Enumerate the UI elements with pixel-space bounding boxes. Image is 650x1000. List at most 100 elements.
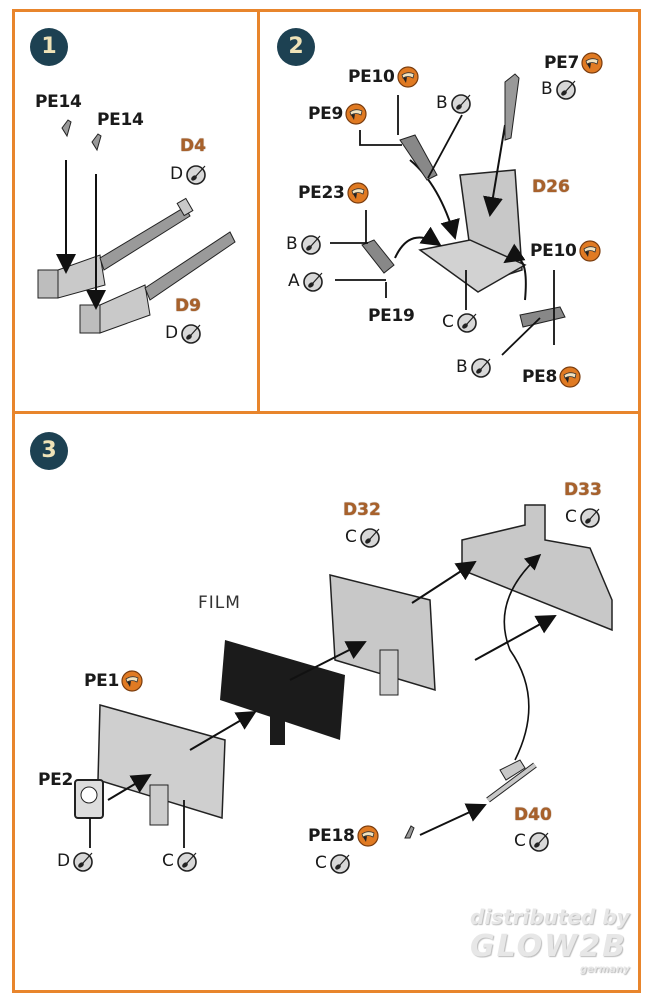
- paint-code: D: [170, 164, 184, 184]
- paintbrush-icon: [528, 830, 550, 852]
- paint-d: D: [57, 850, 94, 872]
- label-pe19: PE19: [368, 306, 415, 326]
- label-text: PE8: [522, 367, 558, 387]
- label-text: PE7: [544, 53, 580, 73]
- paint-c: C: [315, 852, 351, 874]
- paintbrush-icon: [329, 852, 351, 874]
- step-2-panel: [257, 9, 641, 414]
- pe-sheet-icon: [347, 182, 369, 204]
- step-1-badge: 1: [30, 28, 68, 66]
- pe8-part: [519, 306, 566, 328]
- paintbrush-icon: [185, 163, 207, 185]
- machine-gun-left: [37, 197, 194, 299]
- paintbrush-icon: [180, 322, 202, 344]
- paint-b: B: [456, 356, 492, 378]
- paint-c: C: [442, 311, 478, 333]
- label-d9: D9: [175, 296, 201, 316]
- paint-code: B: [286, 234, 298, 254]
- paint-b: B: [286, 233, 322, 255]
- paint-code: A: [288, 271, 300, 291]
- film-instrument-sheet: [220, 640, 345, 740]
- pe14-part: [61, 119, 72, 138]
- label-text: PE10: [348, 67, 395, 87]
- pe-sheet-icon: [345, 103, 367, 125]
- pe-sheet-icon: [579, 240, 601, 262]
- label-text: PE9: [308, 104, 344, 124]
- paintbrush-icon: [302, 270, 324, 292]
- paint-code: C: [442, 312, 454, 332]
- paintbrush-icon: [456, 311, 478, 333]
- label-pe23: PE23: [298, 182, 369, 204]
- paint-c: C: [514, 830, 550, 852]
- pe-sheet-icon: [357, 825, 379, 847]
- label-d26: D26: [532, 177, 570, 197]
- pe9-part: [399, 134, 438, 181]
- paint-d: D: [170, 163, 207, 185]
- pe18-part: [404, 825, 415, 839]
- paint-b: B: [436, 92, 472, 114]
- label-pe9: PE9: [308, 103, 367, 125]
- label-pe2: PE2: [38, 770, 74, 790]
- label-text: PE10: [530, 241, 577, 261]
- paintbrush-icon: [470, 356, 492, 378]
- pe-sheet-icon: [121, 670, 143, 692]
- label-pe18: PE18: [308, 825, 379, 847]
- paintbrush-icon: [300, 233, 322, 255]
- label-pe7: PE7: [544, 52, 603, 74]
- paint-c: C: [345, 526, 381, 548]
- pe-sheet-icon: [581, 52, 603, 74]
- paint-code: B: [456, 357, 468, 377]
- paint-code: C: [565, 507, 577, 527]
- watermark-logo: GLOW2B: [470, 929, 628, 964]
- paint-code: C: [514, 831, 526, 851]
- d32-stem: [379, 649, 399, 696]
- paint-code: B: [436, 93, 448, 113]
- label-pe1: PE1: [84, 670, 143, 692]
- film-label: FILM: [198, 593, 241, 613]
- label-d40: D40: [514, 805, 552, 825]
- paintbrush-icon: [579, 506, 601, 528]
- pe1-instrument-panel: [97, 704, 226, 820]
- pe-sheet-icon: [559, 366, 581, 388]
- step-3-badge: 3: [30, 432, 68, 470]
- paintbrush-icon: [72, 850, 94, 872]
- distributor-watermark: distributed by GLOW2B germany: [470, 905, 630, 975]
- machine-gun-right: [79, 231, 236, 334]
- paint-b: B: [541, 78, 577, 100]
- paint-code: C: [345, 527, 357, 547]
- paintbrush-icon: [450, 92, 472, 114]
- label-pe14: PE14: [35, 92, 82, 112]
- label-pe8: PE8: [522, 366, 581, 388]
- pe14-part: [91, 133, 102, 152]
- label-d4: D4: [180, 136, 206, 156]
- paint-code: D: [57, 851, 71, 871]
- paint-code: C: [315, 853, 327, 873]
- paint-d: D: [165, 322, 202, 344]
- paint-code: C: [162, 851, 174, 871]
- paint-a: A: [288, 270, 324, 292]
- label-d32: D32: [343, 500, 381, 520]
- step-1-panel: [12, 9, 260, 414]
- paintbrush-icon: [359, 526, 381, 548]
- paint-code: B: [541, 79, 553, 99]
- label-pe10: PE10: [348, 66, 419, 88]
- watermark-line1: distributed by: [470, 905, 630, 929]
- paintbrush-icon: [555, 78, 577, 100]
- pe-sheet-icon: [397, 66, 419, 88]
- seat-d26: [418, 169, 527, 293]
- d32-instrument-panel: [329, 574, 436, 692]
- pe7-part: [504, 73, 520, 141]
- watermark-line3: germany: [579, 964, 630, 975]
- label-pe10: PE10: [530, 240, 601, 262]
- paintbrush-icon: [176, 850, 198, 872]
- pe23-part: [361, 239, 395, 274]
- label-d33: D33: [564, 480, 602, 500]
- label-pe14: PE14: [97, 110, 144, 130]
- step-2-badge: 2: [277, 28, 315, 66]
- paint-code: D: [165, 323, 179, 343]
- paint-c: C: [162, 850, 198, 872]
- paint-c: C: [565, 506, 601, 528]
- label-text: PE1: [84, 671, 120, 691]
- label-text: PE23: [298, 183, 345, 203]
